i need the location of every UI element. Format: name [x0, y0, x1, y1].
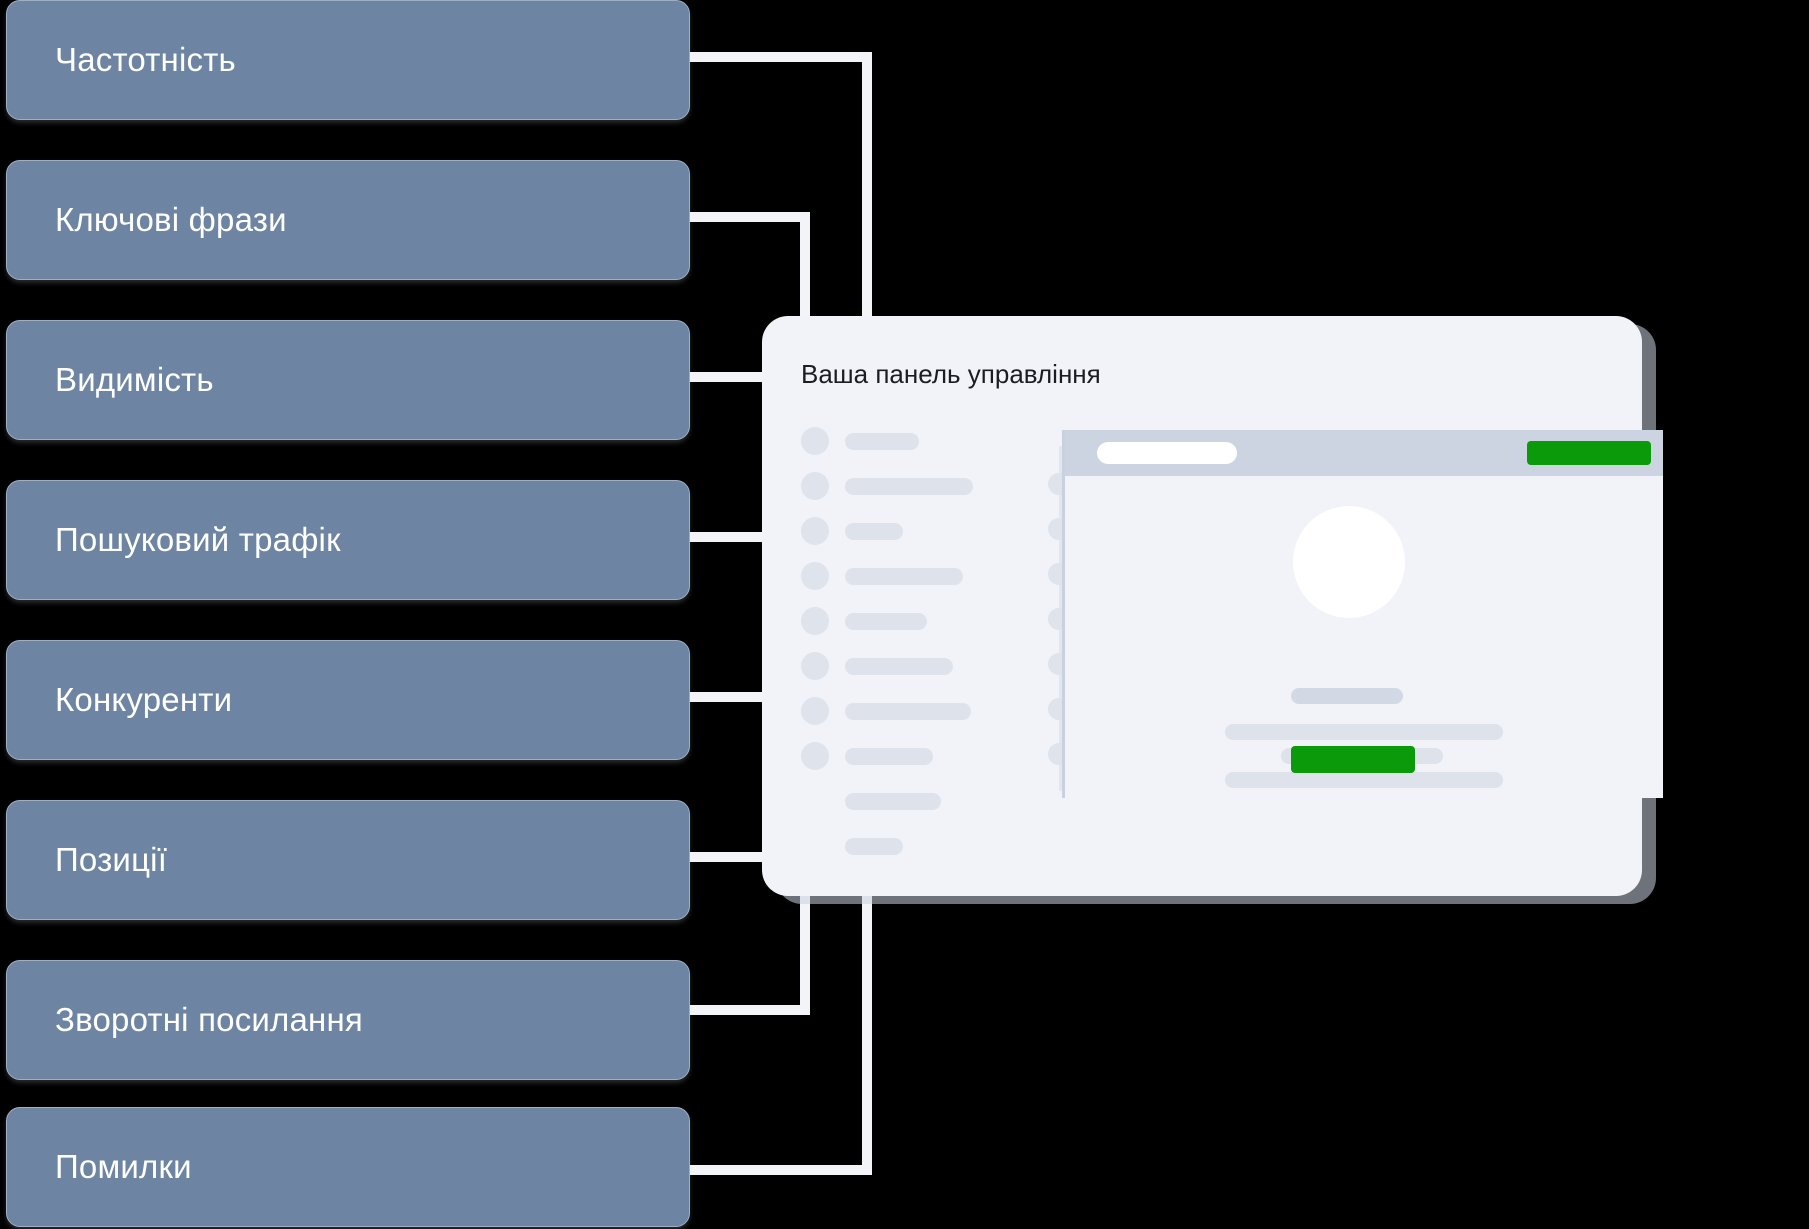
chip-positions[interactable]: Позиції: [6, 800, 690, 920]
chip-errors[interactable]: Помилки: [6, 1107, 690, 1227]
chip-backlinks[interactable]: Зворотні посилання: [6, 960, 690, 1080]
text-placeholder: [845, 432, 919, 450]
connector-segment: [690, 372, 780, 382]
avatar-placeholder-icon: [801, 517, 829, 545]
chip-label: Частотність: [55, 40, 236, 78]
connector-segment: [690, 532, 780, 542]
list-item: [801, 652, 1021, 680]
connector-segment: [862, 896, 872, 1175]
chip-frequency[interactable]: Частотність: [6, 0, 690, 120]
list-item: [801, 472, 1021, 500]
dashboard-card: Ваша панель управління: [762, 316, 1663, 896]
chip-competitors[interactable]: Конкуренти: [6, 640, 690, 760]
list-item: [801, 832, 1021, 860]
browser-content: [1065, 476, 1663, 798]
list-item: [801, 742, 1021, 770]
list-item: [801, 427, 1021, 455]
text-placeholder: [1225, 724, 1503, 740]
text-placeholder: [845, 792, 941, 810]
text-placeholder: [845, 612, 927, 630]
chip-label: Пошуковий трафік: [55, 520, 341, 558]
primary-cta-button[interactable]: [1291, 746, 1415, 773]
text-placeholder: [1225, 772, 1503, 788]
chip-label: Видимість: [55, 360, 214, 398]
text-placeholder: [845, 567, 963, 585]
list-item: [801, 697, 1021, 725]
chip-visibility[interactable]: Видимість: [6, 320, 690, 440]
list-item: [801, 607, 1021, 635]
text-placeholder: [845, 702, 971, 720]
text-placeholder: [845, 837, 903, 855]
text-placeholder: [845, 522, 903, 540]
browser-preview: [1062, 430, 1663, 798]
avatar-placeholder-icon: [801, 607, 829, 635]
connector-segment: [690, 212, 810, 222]
chip-label: Зворотні посилання: [55, 1000, 363, 1038]
list-item: [801, 787, 1021, 815]
avatar-placeholder-icon: [801, 652, 829, 680]
connector-segment: [690, 852, 780, 862]
heading-placeholder: [1291, 688, 1403, 704]
browser-toolbar: [1065, 430, 1663, 476]
dashboard-title: Ваша панель управління: [801, 359, 1101, 389]
skeleton-list: [801, 427, 1021, 877]
chip-label: Конкуренти: [55, 680, 233, 718]
address-bar[interactable]: [1097, 442, 1237, 464]
connector-segment: [862, 52, 872, 322]
chip-keyphrases[interactable]: Ключові фрази: [6, 160, 690, 280]
avatar-placeholder-icon: [801, 697, 829, 725]
connector-segment: [690, 52, 872, 62]
avatar-placeholder-icon: [801, 472, 829, 500]
connector-segment: [800, 896, 810, 1015]
avatar-placeholder-icon: [801, 427, 829, 455]
header-cta-button[interactable]: [1527, 441, 1651, 465]
avatar-placeholder-icon: [801, 742, 829, 770]
chip-label: Помилки: [55, 1147, 192, 1185]
connector-segment: [690, 692, 780, 702]
connector-segment: [690, 1005, 810, 1015]
chip-label: Ключові фрази: [55, 200, 287, 238]
avatar-placeholder-icon: [801, 562, 829, 590]
list-item: [801, 517, 1021, 545]
text-placeholder: [845, 657, 953, 675]
text-placeholder: [845, 477, 973, 495]
text-placeholder: [845, 747, 933, 765]
connector-segment: [800, 212, 810, 328]
chip-label: Позиції: [55, 840, 168, 878]
list-item: [801, 562, 1021, 590]
chip-search-traffic[interactable]: Пошуковий трафік: [6, 480, 690, 600]
hero-image-placeholder: [1293, 506, 1405, 618]
connector-segment: [690, 1165, 872, 1175]
